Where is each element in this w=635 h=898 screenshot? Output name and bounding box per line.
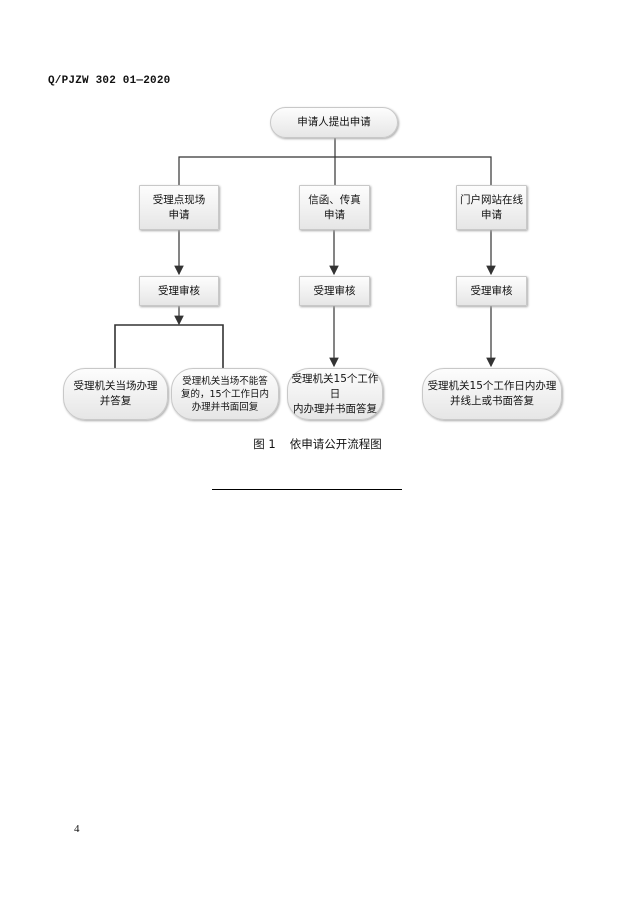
channel-onsite: 受理点现场 申请 [139, 185, 219, 230]
figure-number: 图 1 [253, 437, 276, 451]
outcome-node: 受理机关15个工作日 内办理并书面答复 [287, 368, 383, 420]
connector-line [114, 324, 224, 368]
figure-title: 依申请公开流程图 [289, 437, 382, 451]
document-code: Q/PJZW 302 01—2020 [48, 75, 171, 87]
review-node: 受理审核 [456, 276, 527, 306]
outcome-node: 受理机关15个工作日内办理 并线上或书面答复 [422, 368, 562, 420]
channel-online: 门户网站在线 申请 [456, 185, 527, 230]
connector-line [178, 156, 492, 185]
outcome-node: 受理机关当场办理 并答复 [63, 368, 168, 420]
page-number: 4 [74, 823, 80, 835]
end-rule [212, 489, 402, 490]
channel-mail-fax: 信函、传真 申请 [299, 185, 370, 230]
start-node: 申请人提出申请 [270, 107, 398, 138]
review-node: 受理审核 [139, 276, 219, 306]
figure-caption: 图 1 依申请公开流程图 [0, 436, 635, 452]
review-node: 受理审核 [299, 276, 370, 306]
outcome-node: 受理机关当场不能答复的，15个工作日内办理并书面回复 [171, 368, 279, 420]
